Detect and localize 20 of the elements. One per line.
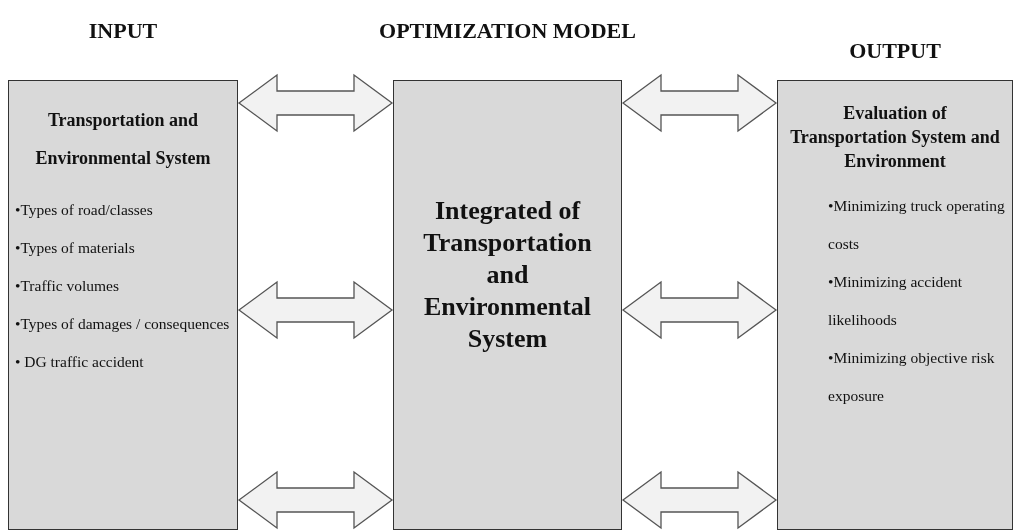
column-heading: INPUT: [87, 18, 159, 44]
double-block-arrow: [621, 470, 778, 530]
bullet-item: •Minimizing truck operating costs: [827, 196, 1006, 254]
bullet-item: •Types of materials: [15, 238, 136, 258]
bullet-item: •Minimizing accident likelihoods: [827, 272, 964, 330]
double-block-arrow: [237, 280, 394, 340]
panel-title: Transportation and Environmental System: [34, 109, 212, 170]
panel-title: Evaluation of Transportation System and Environment: [789, 102, 1001, 173]
double-block-arrow: [621, 73, 778, 133]
bullet-item: •Traffic volumes: [15, 276, 121, 296]
double-block-arrow: [237, 470, 394, 530]
column-heading: OUTPUT: [848, 38, 942, 64]
double-block-arrow: [237, 73, 394, 133]
bullet-item: •Types of road/classes: [15, 200, 154, 220]
double-block-arrow: [621, 280, 778, 340]
bullet-item: •Minimizing objective risk exposure: [827, 348, 996, 406]
bullet-item: • DG traffic accident: [15, 352, 145, 372]
bullet-item: •Types of damages / consequences: [15, 314, 231, 334]
panel-title: Integrated of Transportation and Environmental System: [422, 195, 593, 355]
column-heading: OPTIMIZATION MODEL: [378, 18, 637, 44]
